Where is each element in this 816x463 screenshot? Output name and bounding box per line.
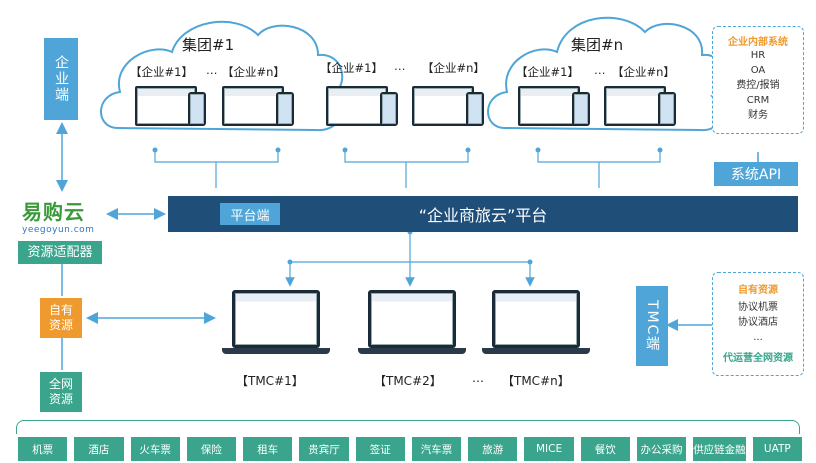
network-resources-label: 全网 资源 xyxy=(40,372,82,412)
own-resource-item: ... xyxy=(753,332,763,343)
monitor-icon xyxy=(222,86,284,126)
agency-resources-title: 代运营全网资源 xyxy=(723,353,793,364)
service-category-7: 汽车票 xyxy=(411,437,462,461)
internal-system-item: HR xyxy=(750,50,766,61)
service-category-8: 旅游 xyxy=(468,437,518,461)
group-n-title: 集团#n xyxy=(571,36,624,54)
service-category-4: 租车 xyxy=(243,437,293,461)
tmc-side-label: TMC端 xyxy=(636,286,668,366)
tmc-label-1: 【TMC#1】 xyxy=(236,374,304,388)
service-category-3: 保险 xyxy=(186,437,237,461)
monitor-icon xyxy=(604,86,666,126)
group-1-title: 集团#1 xyxy=(182,36,235,54)
service-category-5: 贵宾厅 xyxy=(299,437,349,461)
tmc-label-2: 【TMC#2】 xyxy=(374,374,442,388)
enterprise-side-label: 企业端 xyxy=(44,38,78,120)
group-2-enterprise-1: 【企业#1】 xyxy=(320,61,383,75)
internal-system-item: CRM xyxy=(746,95,770,106)
tmc-monitor-icon xyxy=(492,290,580,348)
group-n-enterprise-1: 【企业#1】 xyxy=(516,65,579,79)
service-category-2: 火车票 xyxy=(130,437,180,461)
group-n-enterprise-n: 【企业#n】 xyxy=(612,65,675,79)
service-category-13: UATP xyxy=(752,437,802,461)
monitor-icon xyxy=(412,86,474,126)
tmc-ellipsis: … xyxy=(472,371,484,385)
yeegoyun-logo: 易购云 yeegoyun.com xyxy=(22,196,106,235)
service-category-9: MICE xyxy=(524,437,574,461)
own-resource-item: 协议酒店 xyxy=(738,317,778,328)
internal-system-item: 费控/报销 xyxy=(736,80,780,91)
group-1-ellipsis: … xyxy=(206,63,218,77)
own-resources-label: 自有 资源 xyxy=(40,298,82,338)
tmc-resources-box: 自有资源 协议机票 协议酒店 ... 代运营全网资源 xyxy=(712,272,804,376)
service-category-6: 签证 xyxy=(355,437,405,461)
monitor-icon xyxy=(518,86,580,126)
phone-icon xyxy=(572,92,590,126)
group-n-ellipsis: … xyxy=(594,63,606,77)
resource-adapter-label: 资源适配器 xyxy=(18,241,102,264)
service-category-12: 供应链金融 xyxy=(693,437,746,461)
tmc-monitor-base xyxy=(222,348,330,354)
service-category-10: 餐饮 xyxy=(580,437,630,461)
phone-icon xyxy=(466,92,484,126)
service-category-1: 酒店 xyxy=(74,437,124,461)
service-category-11: 办公采购 xyxy=(636,437,687,461)
platform-side-tag: 平台端 xyxy=(220,203,280,225)
internal-system-item: OA xyxy=(750,65,766,76)
service-category-0: 机票 xyxy=(18,437,68,461)
logo-en-text: yeegoyun.com xyxy=(22,225,95,235)
group-2-ellipsis: … xyxy=(394,59,406,73)
monitor-icon xyxy=(326,86,388,126)
internal-system-item: 财务 xyxy=(748,110,768,121)
own-resource-item: 协议机票 xyxy=(738,302,778,313)
group-1-enterprise-1: 【企业#1】 xyxy=(130,65,193,79)
tmc-monitor-icon xyxy=(368,290,456,348)
bottom-bracket xyxy=(16,420,800,434)
system-api-label: 系统API xyxy=(714,162,798,186)
group-2-enterprise-n: 【企业#n】 xyxy=(422,61,485,75)
phone-icon xyxy=(658,92,676,126)
group-1-enterprise-n: 【企业#n】 xyxy=(222,65,285,79)
monitor-icon xyxy=(135,86,197,126)
platform-title: “企业商旅云”平台 xyxy=(418,206,548,225)
logo-cn-text: 易购云 xyxy=(22,200,85,224)
internal-systems-title: 企业内部系统 xyxy=(728,37,788,48)
tmc-monitor-base xyxy=(358,348,466,354)
phone-icon xyxy=(380,92,398,126)
tmc-label-n: 【TMC#n】 xyxy=(502,374,570,388)
tmc-monitor-base xyxy=(482,348,590,354)
own-resources-title: 自有资源 xyxy=(738,285,778,296)
internal-systems-box: 企业内部系统 HR OA 费控/报销 CRM 财务 xyxy=(712,26,804,134)
tmc-monitor-icon xyxy=(232,290,320,348)
phone-icon xyxy=(276,92,294,126)
phone-icon xyxy=(188,92,206,126)
